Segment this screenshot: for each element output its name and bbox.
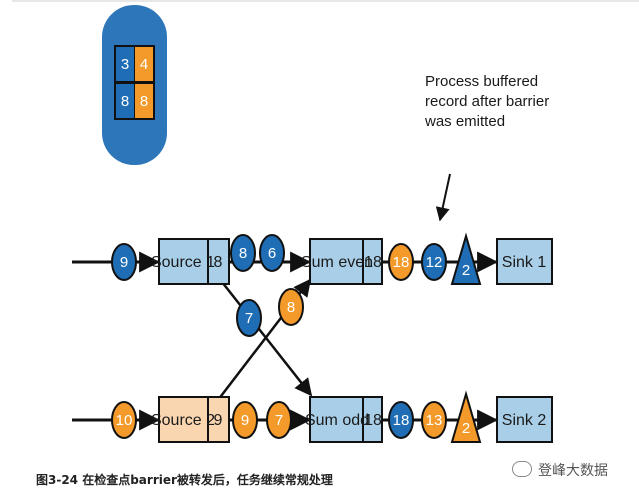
node-state: 18 xyxy=(364,254,382,271)
svg-text:18: 18 xyxy=(393,412,410,429)
record-sum-even-out-b: 12 xyxy=(421,243,447,281)
record-source1-out-a: 8 xyxy=(230,234,256,272)
barrier-top: 2 xyxy=(450,232,482,285)
record-cross-blue: 7 xyxy=(236,299,262,337)
node-state: 8 xyxy=(214,254,223,271)
svg-text:7: 7 xyxy=(275,412,283,429)
svg-text:8: 8 xyxy=(239,245,247,262)
annotation-line: Process buffered xyxy=(425,73,538,90)
svg-text:13: 13 xyxy=(426,412,443,429)
record-sum-odd-out-a: 18 xyxy=(388,401,414,439)
record-source1-out-b: 6 xyxy=(259,234,285,272)
svg-text:12: 12 xyxy=(426,254,443,271)
node-sum-even: Sum even 18 xyxy=(301,238,383,285)
node-label: Sum even xyxy=(301,254,373,271)
node-label: Sum odd xyxy=(305,412,369,429)
checkpoint-state-cell: 8 xyxy=(121,93,129,110)
watermark: 登峰大数据 xyxy=(512,460,608,480)
record-cross-orange: 8 xyxy=(278,288,304,326)
node-sum-odd: Sum odd 18 xyxy=(305,396,383,443)
checkpoint-state-cell: 3 xyxy=(121,56,129,73)
node-state: 18 xyxy=(364,412,382,429)
record-bottom-input: 10 xyxy=(111,401,137,439)
barrier-bottom: 2 xyxy=(450,390,482,443)
annotation-arrow xyxy=(435,173,451,222)
node-sink-2: Sink 2 xyxy=(496,396,553,443)
record-sum-even-out-a: 18 xyxy=(388,243,414,281)
node-label: Source 2 xyxy=(151,412,215,429)
record-sum-odd-out-b: 13 xyxy=(421,401,447,439)
record-source2-out-b: 7 xyxy=(266,401,292,439)
checkpoint-storage: 3 4 8 8 xyxy=(102,5,167,165)
annotation-line: record after barrier xyxy=(425,93,549,110)
svg-text:2: 2 xyxy=(462,420,470,437)
svg-text:7: 7 xyxy=(245,310,253,327)
svg-text:8: 8 xyxy=(287,299,295,316)
svg-text:2: 2 xyxy=(462,262,470,279)
watermark-text: 登峰大数据 xyxy=(538,463,608,479)
svg-text:9: 9 xyxy=(241,412,249,429)
node-state: 9 xyxy=(214,412,223,429)
figure-caption: 图3-24 在检查点barrier被转发后，任务继续常规处理 xyxy=(36,473,333,487)
svg-text:9: 9 xyxy=(120,254,128,271)
record-source2-out-a: 9 xyxy=(232,401,258,439)
node-label: Sink 1 xyxy=(502,254,547,271)
wechat-icon xyxy=(512,461,532,477)
annotation-line: was emitted xyxy=(424,113,505,130)
svg-text:6: 6 xyxy=(268,245,276,262)
checkpoint-state-cell: 8 xyxy=(140,93,148,110)
node-source-1: Source 1 8 xyxy=(151,238,230,285)
node-label: Sink 2 xyxy=(502,412,547,429)
node-sink-1: Sink 1 xyxy=(496,238,553,285)
node-source-2: Source 2 9 xyxy=(151,396,230,443)
checkpoint-state-cell: 4 xyxy=(140,56,148,73)
svg-text:18: 18 xyxy=(393,254,410,271)
record-top-input: 9 xyxy=(111,243,137,281)
svg-text:10: 10 xyxy=(116,412,133,429)
node-label: Source 1 xyxy=(151,254,215,271)
